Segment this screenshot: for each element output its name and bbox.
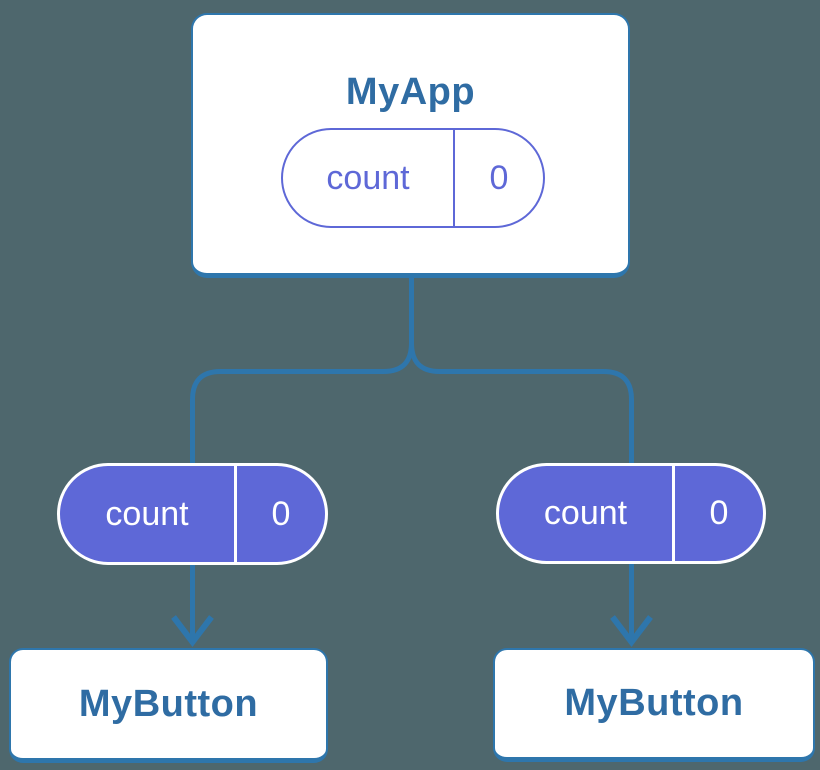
right-arrow-down-icon xyxy=(610,615,653,647)
mybutton-right-node: MyButton xyxy=(493,648,815,762)
myapp-state-pill: count 0 xyxy=(281,128,545,228)
right-props-pill: count 0 xyxy=(496,463,766,564)
state-value-label: 0 xyxy=(453,130,543,226)
connector-right-branch xyxy=(409,276,634,637)
prop-value-label: 0 xyxy=(234,466,325,562)
state-name-label: count xyxy=(326,158,410,197)
myapp-title: MyApp xyxy=(345,71,476,113)
prop-value-label: 0 xyxy=(672,466,763,561)
left-props-pill: count 0 xyxy=(57,463,328,565)
mybutton-right-title: MyButton xyxy=(564,682,744,724)
prop-name-label: count xyxy=(543,494,628,532)
mybutton-left-node: MyButton xyxy=(9,648,328,763)
left-arrow-down-icon xyxy=(171,615,214,647)
connector-left-branch xyxy=(190,276,414,637)
mybutton-left-title: MyButton xyxy=(78,682,259,725)
prop-name-label: count xyxy=(105,494,189,533)
